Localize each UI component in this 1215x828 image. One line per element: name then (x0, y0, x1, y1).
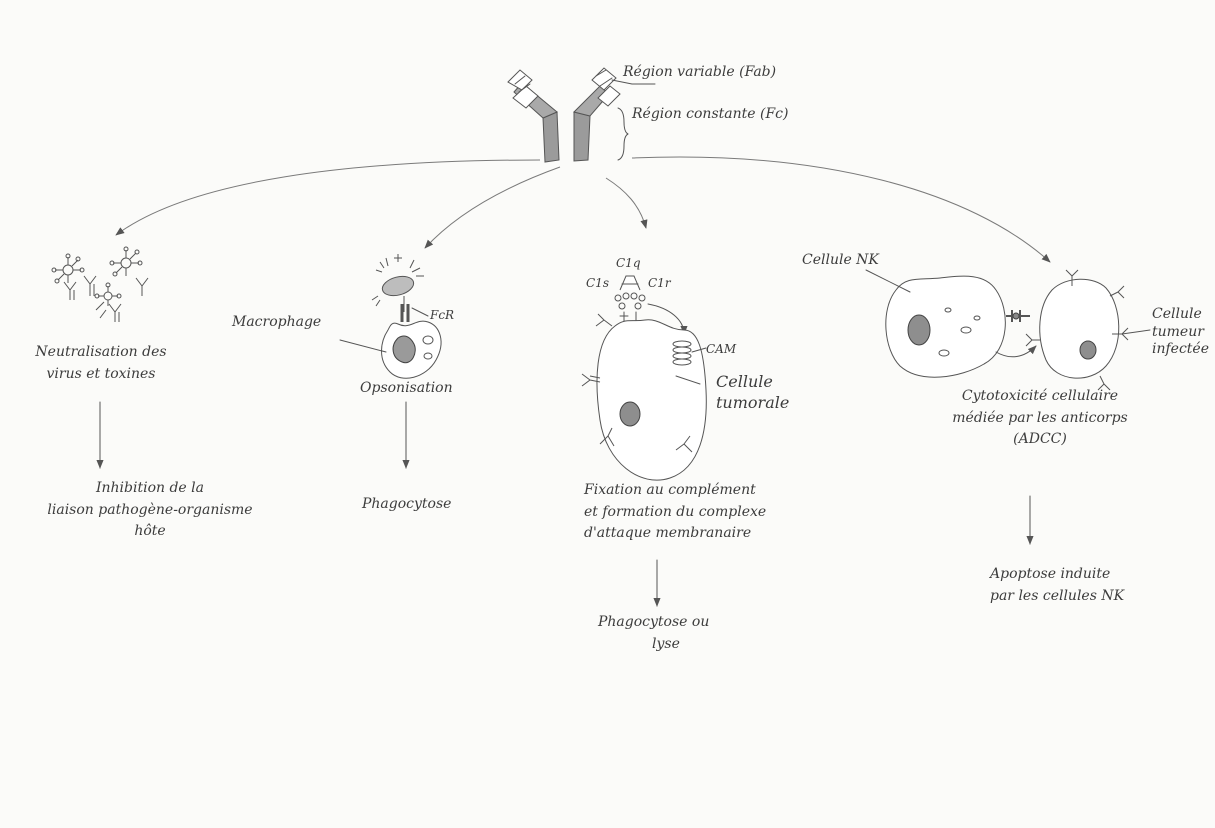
c1r-label: C1r (648, 276, 671, 290)
adcc-effect: Cytotoxicité cellulaire médiée par les a… (940, 386, 1140, 451)
adcc-effect-line: (ADCC) (1013, 431, 1067, 448)
infected-cell-label-line: Cellule (1152, 306, 1202, 322)
phagocytose-outcome: Phagocytose (362, 496, 452, 512)
neutralisation-outcome-line: Inhibition de la (95, 480, 204, 496)
opsonisation-drawing (339, 254, 442, 469)
tumour-cell-label: Cellule tumorale (716, 372, 789, 414)
complement-drawing (581, 275, 707, 607)
complement-effect-line: Fixation au complément (584, 482, 756, 498)
complement-outcome-line: lyse (652, 635, 680, 652)
complement-effect: Fixation au complément et formation du c… (584, 480, 766, 545)
complement-effect-line: d'attaque membranaire (584, 525, 752, 542)
nk-cell-label: Cellule NK (802, 252, 879, 268)
complement-outcome: Phagocytose ou lyse (598, 612, 709, 655)
cam-label: CAM (706, 342, 737, 356)
pathway-arrows (115, 156, 1051, 263)
neutralisation-effect-line: Neutralisation des (35, 344, 167, 360)
infected-cell-label: Cellule tumeur infectée (1152, 306, 1209, 359)
complement-outcome-line: Phagocytose ou (598, 614, 710, 630)
complement-effect-line: et formation du complexe (584, 503, 767, 520)
infected-cell-label-line: infectée (1152, 341, 1209, 357)
adcc-outcome-line: Apoptose induite (990, 566, 1111, 582)
tumour-cell-label-line: Cellule (716, 372, 773, 391)
c1q-label: C1q (616, 256, 641, 270)
infected-cell-label-line: tumeur (1152, 323, 1204, 340)
constant-region-label: Région constante (Fc) (632, 106, 789, 122)
adcc-outcome-line: par les cellules NK (990, 587, 1125, 604)
neutralisation-outcome: Inhibition de la liaison pathogène-organ… (40, 478, 260, 543)
fcr-label: FcR (430, 308, 455, 322)
neutralisation-drawing (51, 246, 149, 469)
c1s-label: C1s (586, 276, 609, 290)
adcc-outcome: Apoptose induite par les cellules NK (990, 564, 1124, 607)
neutralisation-outcome-line: hôte (134, 523, 166, 540)
neutralisation-outcome-line: liaison pathogène-organisme (47, 501, 253, 518)
adcc-effect-line: médiée par les anticorps (952, 409, 1128, 426)
antibody-drawing (507, 67, 656, 163)
tumour-cell-label-line: tumorale (716, 392, 790, 412)
adcc-effect-line: Cytotoxicité cellulaire (961, 388, 1119, 404)
opsonisation-effect: Opsonisation (360, 380, 453, 396)
neutralisation-effect: Neutralisation des virus et toxines (26, 342, 176, 385)
adcc-drawing (865, 269, 1151, 545)
neutralisation-effect-line: virus et toxines (46, 365, 156, 382)
variable-region-label: Région variable (Fab) (623, 64, 777, 80)
macrophage-label: Macrophage (232, 314, 322, 330)
